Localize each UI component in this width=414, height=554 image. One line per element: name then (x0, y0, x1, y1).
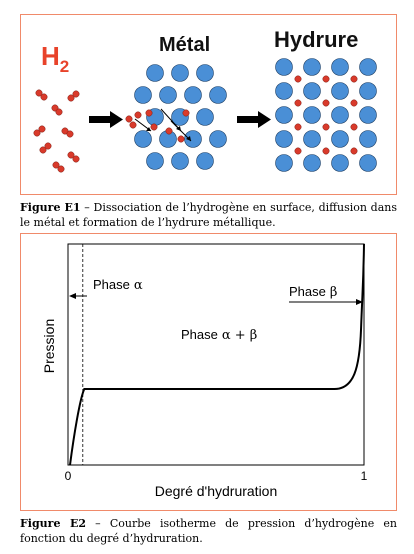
metal-atom (331, 154, 349, 172)
arrow-right-1 (89, 111, 123, 128)
hydrogen-atom (350, 99, 358, 107)
hydrogen-atom (150, 123, 158, 131)
hydrogen-atom (66, 130, 74, 138)
metal-atom (171, 64, 189, 82)
hydrogen-atom (177, 135, 185, 143)
hydrogen-atom (57, 165, 65, 173)
metal-label: Métal (159, 34, 210, 56)
h2-molecules (33, 89, 80, 173)
metal-atom (196, 64, 214, 82)
hydrogen-atom (39, 146, 47, 154)
metal-atom (331, 130, 349, 148)
metal-atom (359, 106, 377, 124)
hydrogen-atom (322, 147, 330, 155)
metal-atom (196, 152, 214, 170)
hydrogen-atom (72, 90, 80, 98)
hydrogen-atom (38, 125, 46, 133)
arrow-right-2 (237, 111, 271, 128)
hydride-label: Hydrure (274, 27, 358, 52)
figure1-diagram: H2 Métal Hydrure (33, 27, 377, 173)
metal-atom (146, 64, 164, 82)
metal-atom (159, 86, 177, 104)
hydrogen-atom (44, 142, 52, 150)
hydrogen-atom (67, 151, 75, 159)
hydrogen-atom (350, 123, 358, 131)
hydrogen-atom (165, 127, 173, 135)
hydride-lattice (275, 58, 377, 172)
hydrogen-atom (134, 111, 142, 119)
metal-atom (331, 82, 349, 100)
metal-atom (303, 82, 321, 100)
hydrogen-atom (67, 94, 75, 102)
y-axis-label: Pression (41, 319, 57, 373)
hydrogen-atom (294, 75, 302, 83)
hydrogen-atom (322, 123, 330, 131)
hydrogen-atom (350, 147, 358, 155)
metal-atom (331, 58, 349, 76)
hydrogen-atom (182, 109, 190, 117)
hydrogen-atom (55, 108, 63, 116)
hydrogen-atom (294, 147, 302, 155)
metal-atom (359, 58, 377, 76)
hydrogen-atom (72, 155, 80, 163)
metal-atom (184, 130, 202, 148)
figure2-caption: Figure E2 – Courbe isotherme de pression… (20, 517, 397, 545)
hydrogen-atom (33, 129, 41, 137)
metal-atom (359, 130, 377, 148)
figure1-panel: H2 Métal Hydrure (20, 14, 397, 195)
h2-label: H2 (41, 41, 69, 76)
metal-atom (359, 82, 377, 100)
metal-atom (196, 108, 214, 126)
hydrogen-atom (35, 89, 43, 97)
metal-atom (209, 86, 227, 104)
isotherm-curve (69, 243, 365, 466)
hydrogen-atom (40, 93, 48, 101)
metal-lattice (125, 64, 227, 170)
x-axis-label: Degré d'hydruration (155, 483, 278, 499)
metal-atom (303, 58, 321, 76)
hydrogen-atom (322, 99, 330, 107)
hydrogen-atom (125, 115, 133, 123)
metal-atom (134, 130, 152, 148)
hydrogen-atom (322, 75, 330, 83)
hydrogen-atom (350, 75, 358, 83)
hydrogen-atom (129, 121, 137, 129)
metal-atom (303, 106, 321, 124)
hydrogen-atom (294, 99, 302, 107)
metal-atom (275, 106, 293, 124)
plot-frame (67, 243, 365, 466)
x-tick-0: 0 (65, 469, 72, 483)
figure1-caption: Figure E1 – Dissociation de l’hydrogène … (20, 201, 397, 229)
metal-atom (303, 130, 321, 148)
metal-atom (209, 130, 227, 148)
metal-atom (359, 154, 377, 172)
hydrogen-atom (61, 127, 69, 135)
diffusion-arrows (134, 108, 192, 142)
hydrogen-atom (294, 123, 302, 131)
x-tick-1: 1 (361, 469, 368, 483)
metal-atom (171, 152, 189, 170)
metal-atom (303, 154, 321, 172)
metal-atom (146, 152, 164, 170)
metal-atom (275, 58, 293, 76)
metal-atom (134, 86, 152, 104)
metal-atom (184, 86, 202, 104)
metal-atom (331, 106, 349, 124)
metal-atom (275, 82, 293, 100)
hydrogen-atom (52, 161, 60, 169)
hydrogen-atom (145, 109, 153, 117)
metal-atom (275, 154, 293, 172)
metal-atom (275, 130, 293, 148)
